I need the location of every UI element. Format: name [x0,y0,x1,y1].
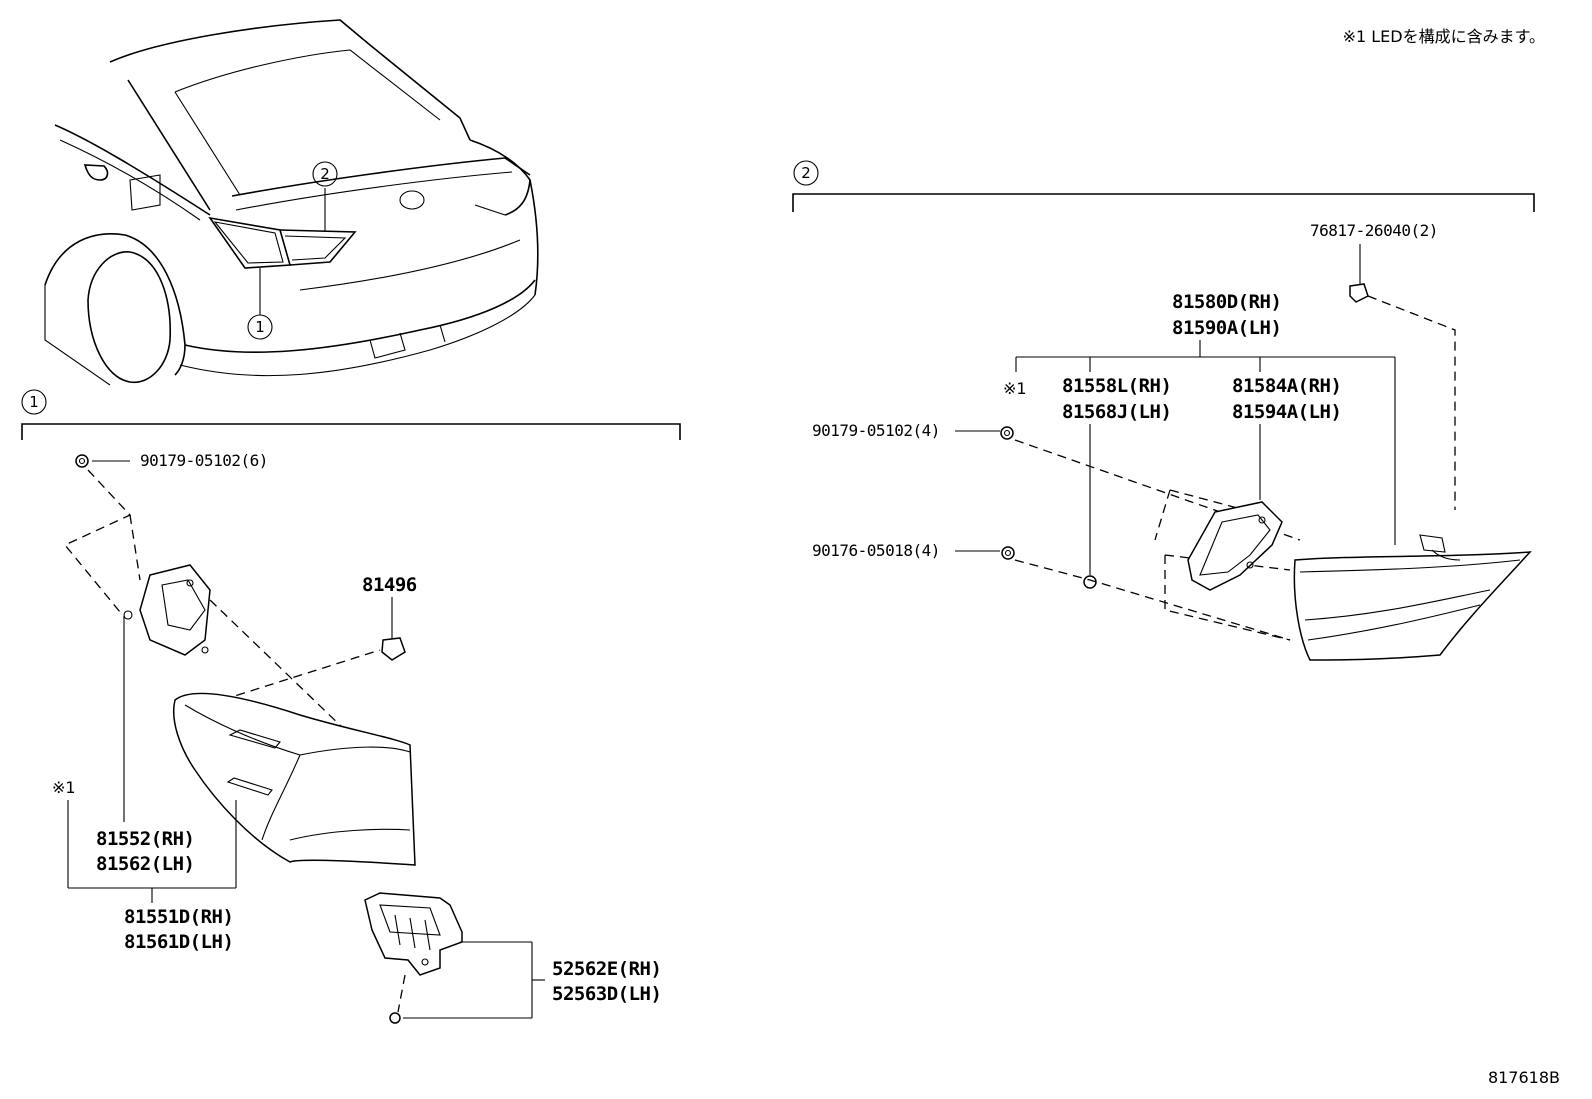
group-1-label: 1 [29,393,39,411]
part-81552-rh: 81552(RH) [96,828,194,850]
part-52563d-lh: 52563D(LH) [552,983,661,1005]
part-81558l-rh: 81558L(RH) [1062,375,1171,397]
group-2: 2 76817-26040(2) 81580D(RH) 81590A(LH) ※… [792,160,1535,661]
part-81562-lh: 81562(LH) [96,853,194,875]
part-81568j-lh: 81568J(LH) [1062,401,1171,423]
star-note-1: ※1 [52,778,76,797]
callout-2-car: 2 [320,165,330,183]
bracket-screw-icon [389,1012,401,1024]
clip-icon [381,637,406,661]
part-76817-26040-2: 76817-26040(2) [1310,221,1438,240]
led-note: ※1 LEDを構成に含みます。 [1343,27,1545,46]
part-81590a-lh: 81590A(LH) [1172,317,1281,339]
part-90176-05018-4: 90176-05018(4) [812,541,940,560]
lens-nut-icon [1083,575,1097,589]
part-90179-05102-6: 90179-05102(6) [140,451,268,470]
part-81561d-lh: 81561D(LH) [124,931,233,953]
callout-1-car: 1 [255,318,265,336]
part-81594a-lh: 81594A(LH) [1232,401,1341,423]
car-rear-illustration: 2 1 [44,19,539,386]
group-1: 1 90179-05102(6) 81496 [21,389,681,1024]
star-note-2: ※1 [1003,379,1027,398]
diagram-code: 817618B [1488,1068,1560,1087]
part-81551d-rh: 81551D(RH) [124,906,233,928]
group-2-label: 2 [801,164,811,182]
part-81580d-rh: 81580D(RH) [1172,291,1281,313]
part-52562e-rh: 52562E(RH) [552,958,661,980]
screw-icon [75,454,89,468]
tail-lamp-inner-icon [1293,534,1532,661]
screw-a-icon [1000,426,1014,440]
part-81584a-rh: 81584A(RH) [1232,375,1341,397]
nut-b-icon [1001,546,1015,560]
bracket-icon [364,892,463,976]
clip-top-icon [1349,283,1369,303]
part-90179-05102-4: 90179-05102(4) [812,421,940,440]
part-81496: 81496 [362,574,417,596]
gasket-icon [1187,501,1283,591]
